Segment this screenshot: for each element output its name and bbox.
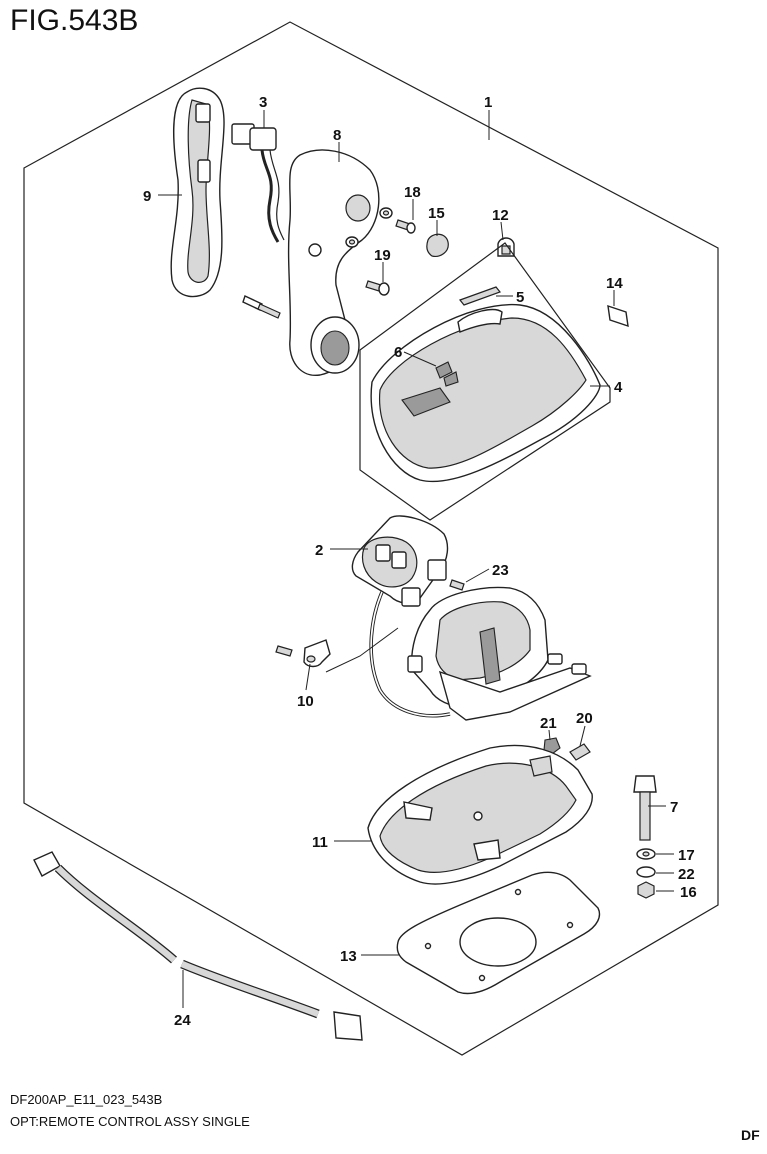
part-24-cable bbox=[33, 851, 363, 1041]
callout-6: 6 bbox=[394, 344, 402, 361]
callout-3: 3 bbox=[259, 94, 267, 111]
part-12-clip bbox=[497, 237, 515, 257]
part-17-washer bbox=[636, 848, 656, 860]
callout-9: 9 bbox=[143, 188, 151, 205]
callout-5: 5 bbox=[516, 289, 524, 306]
callout-15: 15 bbox=[428, 205, 445, 222]
callout-10: 10 bbox=[297, 693, 314, 710]
callout-8: 8 bbox=[333, 127, 341, 144]
callout-24: 24 bbox=[174, 1012, 191, 1029]
bolt-left bbox=[242, 295, 281, 319]
leader-lines bbox=[158, 110, 674, 1008]
part-3-connector bbox=[231, 123, 285, 243]
part-4-cover bbox=[370, 303, 601, 483]
switch-cable-inner bbox=[370, 591, 451, 717]
part-10-bracket bbox=[275, 627, 399, 673]
callout-18: 18 bbox=[404, 184, 421, 201]
callout-16: 16 bbox=[680, 884, 697, 901]
callout-12: 12 bbox=[492, 207, 509, 224]
part-5-strip bbox=[459, 286, 501, 306]
callout-19: 19 bbox=[374, 247, 391, 264]
washer-18 bbox=[379, 207, 393, 219]
figure-description: OPT:REMOTE CONTROL ASSY SINGLE bbox=[10, 1114, 250, 1129]
callout-23: 23 bbox=[492, 562, 509, 579]
washer-19 bbox=[345, 236, 359, 248]
corner-text: DF bbox=[741, 1127, 760, 1143]
part-21-nut bbox=[543, 737, 561, 755]
callout-22: 22 bbox=[678, 866, 695, 883]
cover-subframe bbox=[359, 242, 611, 521]
callout-20: 20 bbox=[576, 710, 593, 727]
callout-7: 7 bbox=[670, 799, 678, 816]
callout-21: 21 bbox=[540, 715, 557, 732]
part-13-gasket bbox=[396, 871, 601, 995]
screw-19 bbox=[365, 280, 390, 296]
part-8-lever-arm bbox=[287, 149, 380, 376]
figure-code: DF200AP_E11_023_543B bbox=[10, 1092, 163, 1107]
part-7-bolt bbox=[633, 775, 657, 841]
figure-title: FIG.543B bbox=[10, 4, 139, 37]
part-14-plate bbox=[607, 304, 629, 328]
callout-2: 2 bbox=[315, 542, 323, 559]
part-20-screw bbox=[569, 743, 591, 761]
part-23-screw bbox=[449, 579, 465, 591]
callout-11: 11 bbox=[312, 834, 328, 851]
part-22-washer bbox=[636, 866, 656, 878]
part-16-nut bbox=[637, 881, 655, 899]
callout-1: 1 bbox=[484, 94, 492, 111]
part-15-cap bbox=[426, 233, 449, 257]
assembly-frame bbox=[23, 21, 719, 1056]
lever-mechanism bbox=[407, 586, 592, 721]
part-11-base bbox=[367, 744, 593, 885]
callout-13: 13 bbox=[340, 948, 357, 965]
screw-18 bbox=[395, 219, 416, 234]
callout-17: 17 bbox=[678, 847, 695, 864]
part-2-switch-panel bbox=[351, 515, 449, 607]
callout-14: 14 bbox=[606, 275, 623, 292]
part-9-harness-clip bbox=[170, 87, 225, 298]
callout-4: 4 bbox=[614, 379, 623, 396]
